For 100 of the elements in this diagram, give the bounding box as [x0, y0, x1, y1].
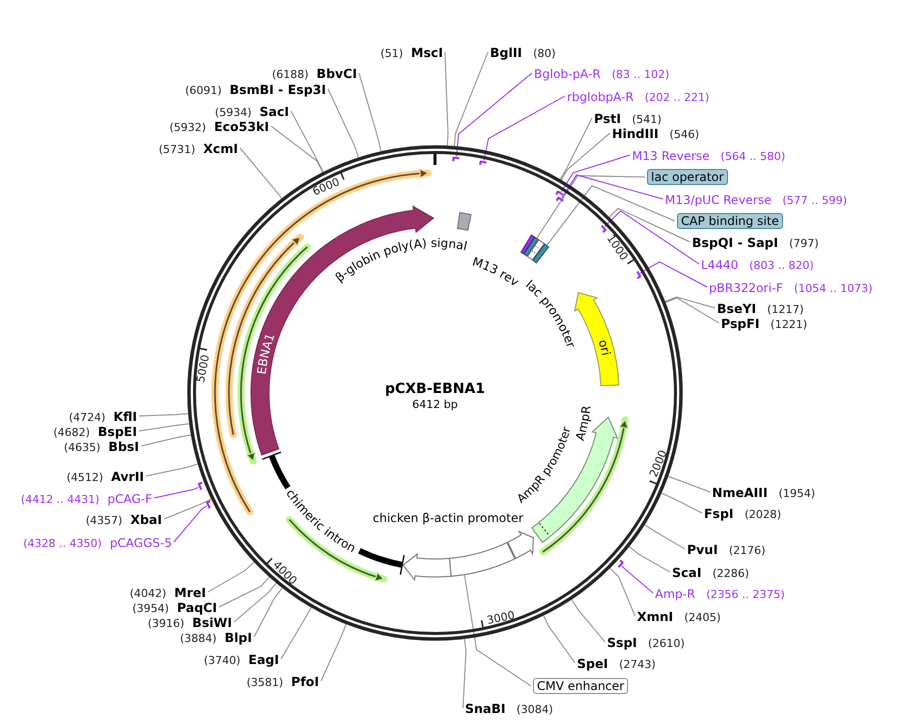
site-position: (5934)	[214, 106, 252, 119]
leader-line	[560, 118, 592, 180]
primer-position: (2356 .. 2375)	[706, 588, 785, 601]
scale-label: 5000	[194, 354, 212, 384]
site-name: PstI	[594, 111, 622, 126]
leader-line	[462, 638, 467, 708]
site-name: XmnI	[637, 609, 674, 624]
site-name: PfoI	[291, 674, 319, 689]
primer-site-mark	[479, 160, 488, 166]
site-position: (1217)	[767, 303, 804, 316]
site-position: (541)	[632, 113, 662, 126]
scale-label: 3000	[486, 608, 516, 627]
leader-line	[174, 506, 208, 542]
primer-site-mark	[197, 482, 204, 491]
feature-callout: CAP binding site	[677, 213, 783, 229]
site-name: Eco53kI	[214, 119, 269, 134]
site-name: BlpI	[224, 630, 252, 645]
feature-block	[448, 542, 516, 577]
site-position: (6188)	[272, 68, 309, 81]
leader-line	[560, 154, 630, 192]
site-position: (1221)	[770, 318, 808, 331]
site-position: (3954)	[132, 602, 169, 615]
plasmid-name: pCXB-EBNA1	[384, 381, 486, 397]
site-name: BsmBI - Esp3I	[230, 82, 326, 97]
leader-line	[608, 208, 690, 242]
site-name: SspI	[607, 635, 638, 650]
leader-line	[208, 562, 254, 592]
site-position: (3084)	[516, 703, 554, 716]
leader-line	[561, 174, 664, 200]
site-position: (2405)	[684, 611, 721, 624]
primer-site-mark	[556, 196, 564, 202]
leader-line	[454, 52, 488, 146]
primer-name: Amp-R	[655, 587, 696, 601]
site-name: BbsI	[108, 439, 139, 454]
site-name: BseYI	[717, 301, 756, 316]
leader-line	[668, 476, 710, 492]
leader-line	[543, 615, 576, 664]
primer-name: L4440	[701, 258, 738, 272]
site-name: ScaI	[672, 565, 702, 580]
leader-line	[604, 210, 700, 264]
leader-line	[664, 296, 716, 308]
site-position: (546)	[670, 128, 700, 141]
feature-callout: CMV enhancer	[533, 678, 628, 694]
primer-site-mark	[452, 156, 460, 162]
leader-line	[234, 582, 277, 622]
leader-line	[536, 175, 646, 238]
leader-line	[164, 498, 212, 520]
site-name: FspI	[704, 506, 734, 521]
site-name: SpeI	[577, 656, 608, 671]
feature-callout: lac operator	[647, 169, 728, 185]
leader-line	[610, 568, 636, 616]
feature-label: chicken β-actin promoter	[372, 511, 524, 525]
site-position: (3916)	[148, 617, 184, 630]
site-name: XbaI	[130, 512, 162, 527]
site-position: (2028)	[744, 508, 782, 521]
site-name: BspEI	[98, 424, 137, 439]
primer-position: (83 .. 102)	[612, 68, 670, 81]
primer-name: pCAG-F	[107, 492, 152, 506]
primer-name: rbglobpA-R	[567, 90, 634, 104]
site-name: PspFI	[721, 316, 760, 331]
site-name: AvrII	[111, 469, 144, 484]
site-position: (3740)	[204, 654, 240, 667]
leader-line	[444, 52, 448, 146]
leader-line	[640, 261, 708, 288]
leader-line	[358, 72, 382, 152]
site-position: (2286)	[712, 567, 750, 580]
site-position: (5932)	[170, 121, 206, 134]
primer-position: (4328 .. 4350)	[23, 537, 102, 550]
site-position: (4635)	[64, 441, 100, 454]
leader-line	[154, 486, 200, 498]
leader-line	[270, 126, 324, 173]
scale-label: 2000	[647, 448, 670, 480]
scale-label: 6000	[310, 175, 342, 198]
primer-site-mark	[555, 190, 564, 196]
primer-name: pBR322ori-F	[709, 281, 783, 295]
feature-block	[532, 244, 550, 264]
site-name: KflI	[113, 409, 137, 424]
leader-line	[644, 524, 686, 550]
site-name: BbvCI	[316, 66, 357, 81]
site-position: (4042)	[130, 587, 166, 600]
site-name: NmeAIII	[712, 485, 768, 500]
leader-line	[464, 574, 532, 686]
primer-position: (1054 .. 1073)	[794, 282, 872, 295]
primer-position: (4412 .. 4431)	[20, 493, 100, 506]
site-position: (2743)	[619, 658, 656, 671]
leader-line	[661, 492, 702, 514]
leader-line	[546, 185, 676, 246]
feature-label: ori	[596, 338, 614, 357]
site-name: BglII	[490, 45, 522, 60]
leader-line	[560, 132, 610, 180]
leader-line	[254, 588, 283, 638]
site-position: (3884)	[180, 632, 217, 645]
leader-line	[140, 434, 192, 446]
primer-position: (564 .. 580)	[720, 150, 786, 163]
leader-line	[483, 96, 566, 161]
site-position: (4512)	[66, 471, 104, 484]
leader-line	[328, 88, 359, 158]
site-position: (1954)	[778, 487, 816, 500]
primer-position: (803 .. 820)	[749, 259, 814, 272]
primer-site-mark	[617, 559, 624, 568]
